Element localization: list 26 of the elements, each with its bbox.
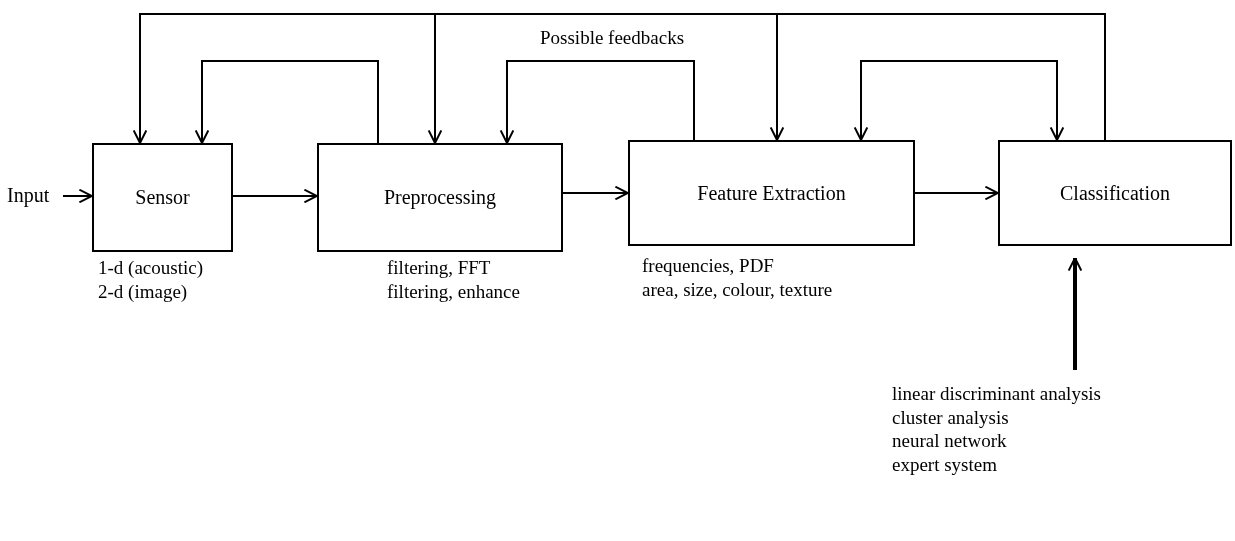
arrow <box>1067 257 1083 370</box>
note-text: Possible feedbacks <box>540 27 685 49</box>
caption-text: 1-d (acoustic) <box>98 256 204 280</box>
arrow <box>194 60 379 144</box>
box-label: Classification <box>1060 181 1170 205</box>
arrow <box>853 60 1065 141</box>
caption-text: 2-d (image) <box>98 279 189 303</box>
caption-text: frequencies, PDF <box>642 254 775 278</box>
caption-text: filtering, FFT <box>387 256 492 280</box>
method-text: cluster analysis <box>892 405 1010 429</box>
arrow <box>769 13 1106 141</box>
input-label: Input <box>7 183 50 207</box>
box-label: Sensor <box>135 186 190 209</box>
arrow <box>914 185 999 201</box>
arrow <box>562 185 629 201</box>
box-label: Preprocessing <box>383 186 497 209</box>
box-label: Feature Extraction <box>697 181 846 205</box>
arrow <box>232 188 318 204</box>
arrow <box>62 188 93 204</box>
caption-text: area, size, colour, texture <box>642 277 834 301</box>
process-box <box>998 140 1232 246</box>
caption-text: filtering, enhance <box>387 279 521 303</box>
method-text: expert system <box>892 452 998 476</box>
method-text: linear discriminant analysis <box>892 382 1101 406</box>
method-text: neural network <box>892 429 1008 453</box>
arrow <box>499 60 695 144</box>
